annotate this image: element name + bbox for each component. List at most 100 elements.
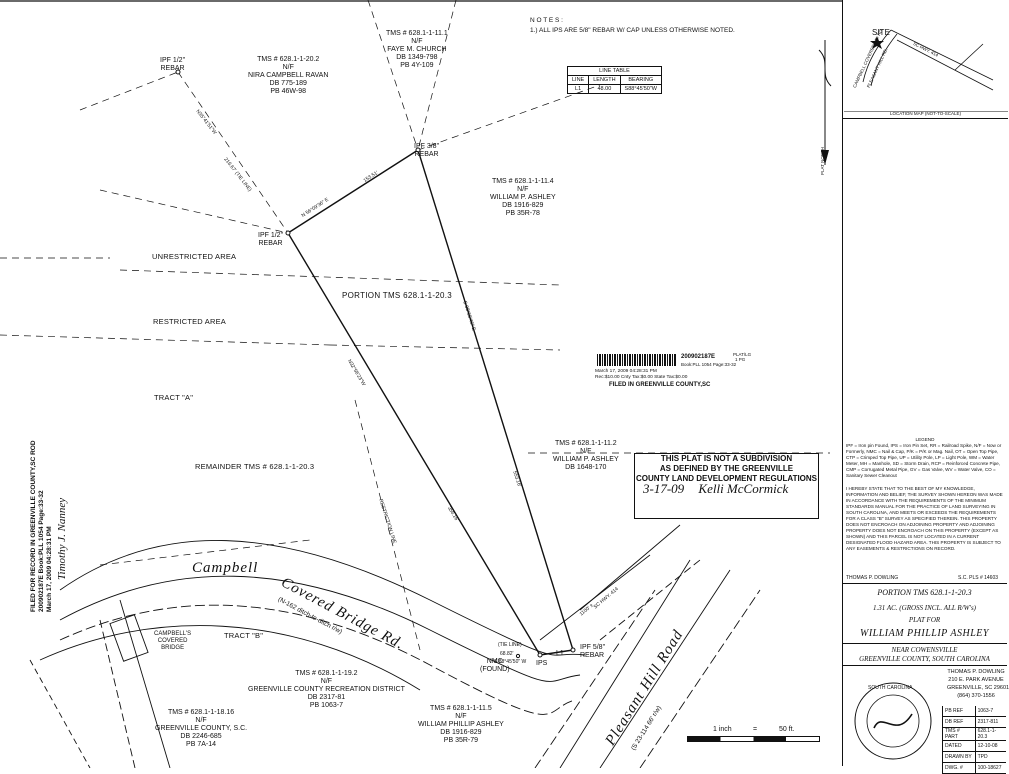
area-tract-b: TRACT "B": [224, 631, 264, 640]
side-filing-line: FILED FOR RECORD IN GREENVILLE COUNTY,SC…: [30, 440, 37, 612]
certification-block: I HEREBY STATE THAT TO THE BEST OF MY KN…: [846, 486, 1004, 552]
info-value: TPD: [974, 751, 1006, 763]
line-table-cell: S88°45'50"W: [619, 84, 662, 94]
firm-line: (864) 370-1556: [957, 693, 995, 699]
parcel-line: DB 1349-798: [396, 54, 438, 61]
line-table-header: BEARING: [619, 75, 662, 85]
parcel-line: TMS # 628.1-1-11.2: [554, 440, 617, 447]
parcel-line: DB 1916-829: [440, 729, 482, 736]
approval-signature: Kelli McCormick: [698, 481, 789, 496]
loc-map-label: LOCATION MAP (NOT-TO-SCALE): [889, 111, 961, 116]
loc-site: SITE: [872, 28, 890, 37]
firm-line: THOMAS P. DOWLING: [947, 669, 1005, 675]
notes-title: N O T E S :: [530, 17, 563, 24]
parcel-line: TMS # 628.1-1-18.16: [167, 709, 235, 716]
parcel-line: DB 2246-685: [180, 733, 222, 740]
firm-line: GREENVILLE, SC 29601: [947, 685, 1009, 691]
marker-label: (FOUND): [480, 666, 510, 673]
parcel-line: GREENVILLE COUNTY, S.C.: [155, 725, 248, 732]
parcel-ravan: TMS # 628.1-1-20.2 N/F NIRA CAMPBELL RAV…: [248, 56, 328, 96]
legend-text: IPF = Iron pin Found, IPS = Iron Pin Set…: [846, 443, 1002, 478]
side-signature: Timothy J. Nanney: [56, 497, 68, 580]
marker-label: REBAR: [258, 240, 283, 247]
info-label: TMS # PART: [942, 727, 976, 741]
site-star-icon: [870, 36, 884, 49]
line-table-cell: 48.00: [588, 84, 621, 94]
parcel-rec-district: TMS # 628.1-1-19.2 N/F GREENVILLE COUNTY…: [248, 670, 405, 710]
tie-line-label: (TIE LINE): [498, 642, 522, 648]
marker-ipf-mid: IPF 1/2" REBAR: [258, 232, 283, 248]
parcel-line: WILLIAM PHILLIP ASHLEY: [418, 721, 504, 728]
parcel-line: TMS # 628.1-1-19.2: [295, 670, 358, 677]
barcode: [597, 354, 677, 366]
surveyor-seal-icon: [854, 682, 932, 760]
scale-right: 50 ft.: [779, 726, 795, 733]
title-owner: WILLIAM PHILLIP ASHLEY: [860, 628, 989, 639]
legend-title: LEGEND: [915, 437, 935, 442]
info-label: DATED: [942, 740, 976, 752]
area-unrestricted: UNRESTRICTED AREA: [152, 252, 237, 261]
info-value: 12-10-08: [974, 740, 1006, 752]
scale-eq: =: [753, 726, 758, 733]
parcel-ashley-114: TMS # 628.1-1-11.4 N/F WILLIAM P. ASHLEY…: [490, 178, 556, 218]
scale-left: 1 inch: [713, 726, 732, 733]
parcel-line: TMS # 628.1-1-11.5: [430, 705, 492, 712]
info-label: DRAWN BY: [942, 751, 976, 763]
stamp-number: 200902187E: [681, 354, 716, 360]
parcel-line: TMS # 628.1-1-11.1: [386, 30, 448, 37]
stamp-pg: 1 PG: [735, 357, 746, 362]
parcel-line: N/F: [455, 713, 467, 720]
info-value: 2317-811: [974, 716, 1006, 728]
legend-block: LEGEND IPF = Iron pin Found, IPS = Iron …: [846, 437, 1004, 479]
firm-line: 210 E. PARK AVENUE: [948, 677, 1004, 683]
seal-text: SOUTH CAROLINA: [868, 685, 913, 691]
area-tract-a: TRACT "A": [154, 393, 194, 402]
title-county: GREENVILLE COUNTY, SOUTH CAROLINA: [859, 655, 990, 663]
road-campbell: Campbell: [192, 560, 259, 576]
parcel-line: PB 1063-7: [309, 702, 343, 709]
certification-text: I HEREBY STATE THAT TO THE BEST OF MY KN…: [846, 486, 1003, 551]
area-portion: PORTION TMS 628.1-1-20.3: [342, 291, 453, 300]
line-table: LINE TABLE LINE LENGTH BEARING L1 48.00 …: [566, 66, 662, 94]
info-value: 628.1-1-20.3: [974, 727, 1006, 741]
title-block-divider: [843, 118, 1008, 119]
info-label: DWG. #: [942, 762, 976, 774]
title-near: NEAR COWENSVILLE: [891, 646, 958, 654]
parcel-line: DB 1648-170: [565, 464, 607, 471]
plat-note-line: COUNTY LAND DEVELOPMENT REGULATIONS: [635, 474, 818, 483]
stamp-platslide: PLAT/LG: [733, 352, 752, 357]
tie-bearing: S 88°45'50" W: [494, 659, 527, 665]
plat-not-subdivision-stamp: THIS PLAT IS NOT A SUBDIVISION AS DEFINE…: [634, 453, 819, 519]
title-portion: PORTION TMS 628.1-1-20.3: [877, 588, 972, 597]
tie-distance: 68.82': [500, 651, 514, 657]
recording-stamp: 200902187E PLAT/LG 1 PG Book:PLL 1054 Pa…: [593, 351, 763, 391]
plat-north-label: PLAT NORTH: [820, 146, 825, 175]
parcel-line: N/F: [580, 448, 592, 455]
surveyor-name: THOMAS P. DOWLING: [846, 575, 899, 581]
plat-note-line: AS DEFINED BY THE GREENVILLE: [659, 464, 794, 473]
line-table-title: LINE TABLE: [567, 66, 662, 76]
plat-note-line: THIS PLAT IS NOT A SUBDIVISION: [660, 454, 793, 463]
note-1: 1.) ALL IPS ARE 5/8" REBAR W/ CAP UNLESS…: [530, 27, 735, 34]
info-label: PB REF: [942, 706, 976, 717]
parcel-line: N/F: [411, 38, 423, 45]
title-plat-for: PLAT FOR: [908, 616, 941, 624]
north-arrow-icon: [818, 40, 832, 165]
parcel-line: NIRA CAMPBELL RAVAN: [248, 72, 329, 79]
parcel-line: PB 7A-14: [186, 741, 217, 748]
area-covered-bridge: CAMPBELL'S COVERED BRIDGE: [154, 631, 192, 651]
marker-ipf-top: IPF 1/2" REBAR: [160, 57, 185, 73]
parcel-line: DB 1916-829: [502, 202, 544, 209]
parcel-line: PB 35R-78: [505, 210, 540, 217]
marker-label: IPF 1/2": [160, 57, 186, 64]
marker-ipf-38: IPF 3/8" REBAR: [414, 143, 439, 159]
parcel-line: PB 46W-98: [270, 88, 307, 95]
marker-nmc: NMC (FOUND): [480, 658, 510, 674]
parcel-line: N/F: [320, 678, 333, 685]
notes-block: N O T E S : 1.) ALL IPS ARE 5/8" REBAR W…: [530, 16, 735, 36]
parcel-ashley-115: TMS # 628.1-1-11.5 N/F WILLIAM PHILLIP A…: [418, 705, 504, 745]
side-filing-stamp: FILED FOR RECORD IN GREENVILLE COUNTY,SC…: [30, 440, 54, 612]
marker-label: REBAR: [580, 652, 605, 659]
title-divider: [842, 583, 1007, 584]
title-divider: [842, 643, 1007, 644]
